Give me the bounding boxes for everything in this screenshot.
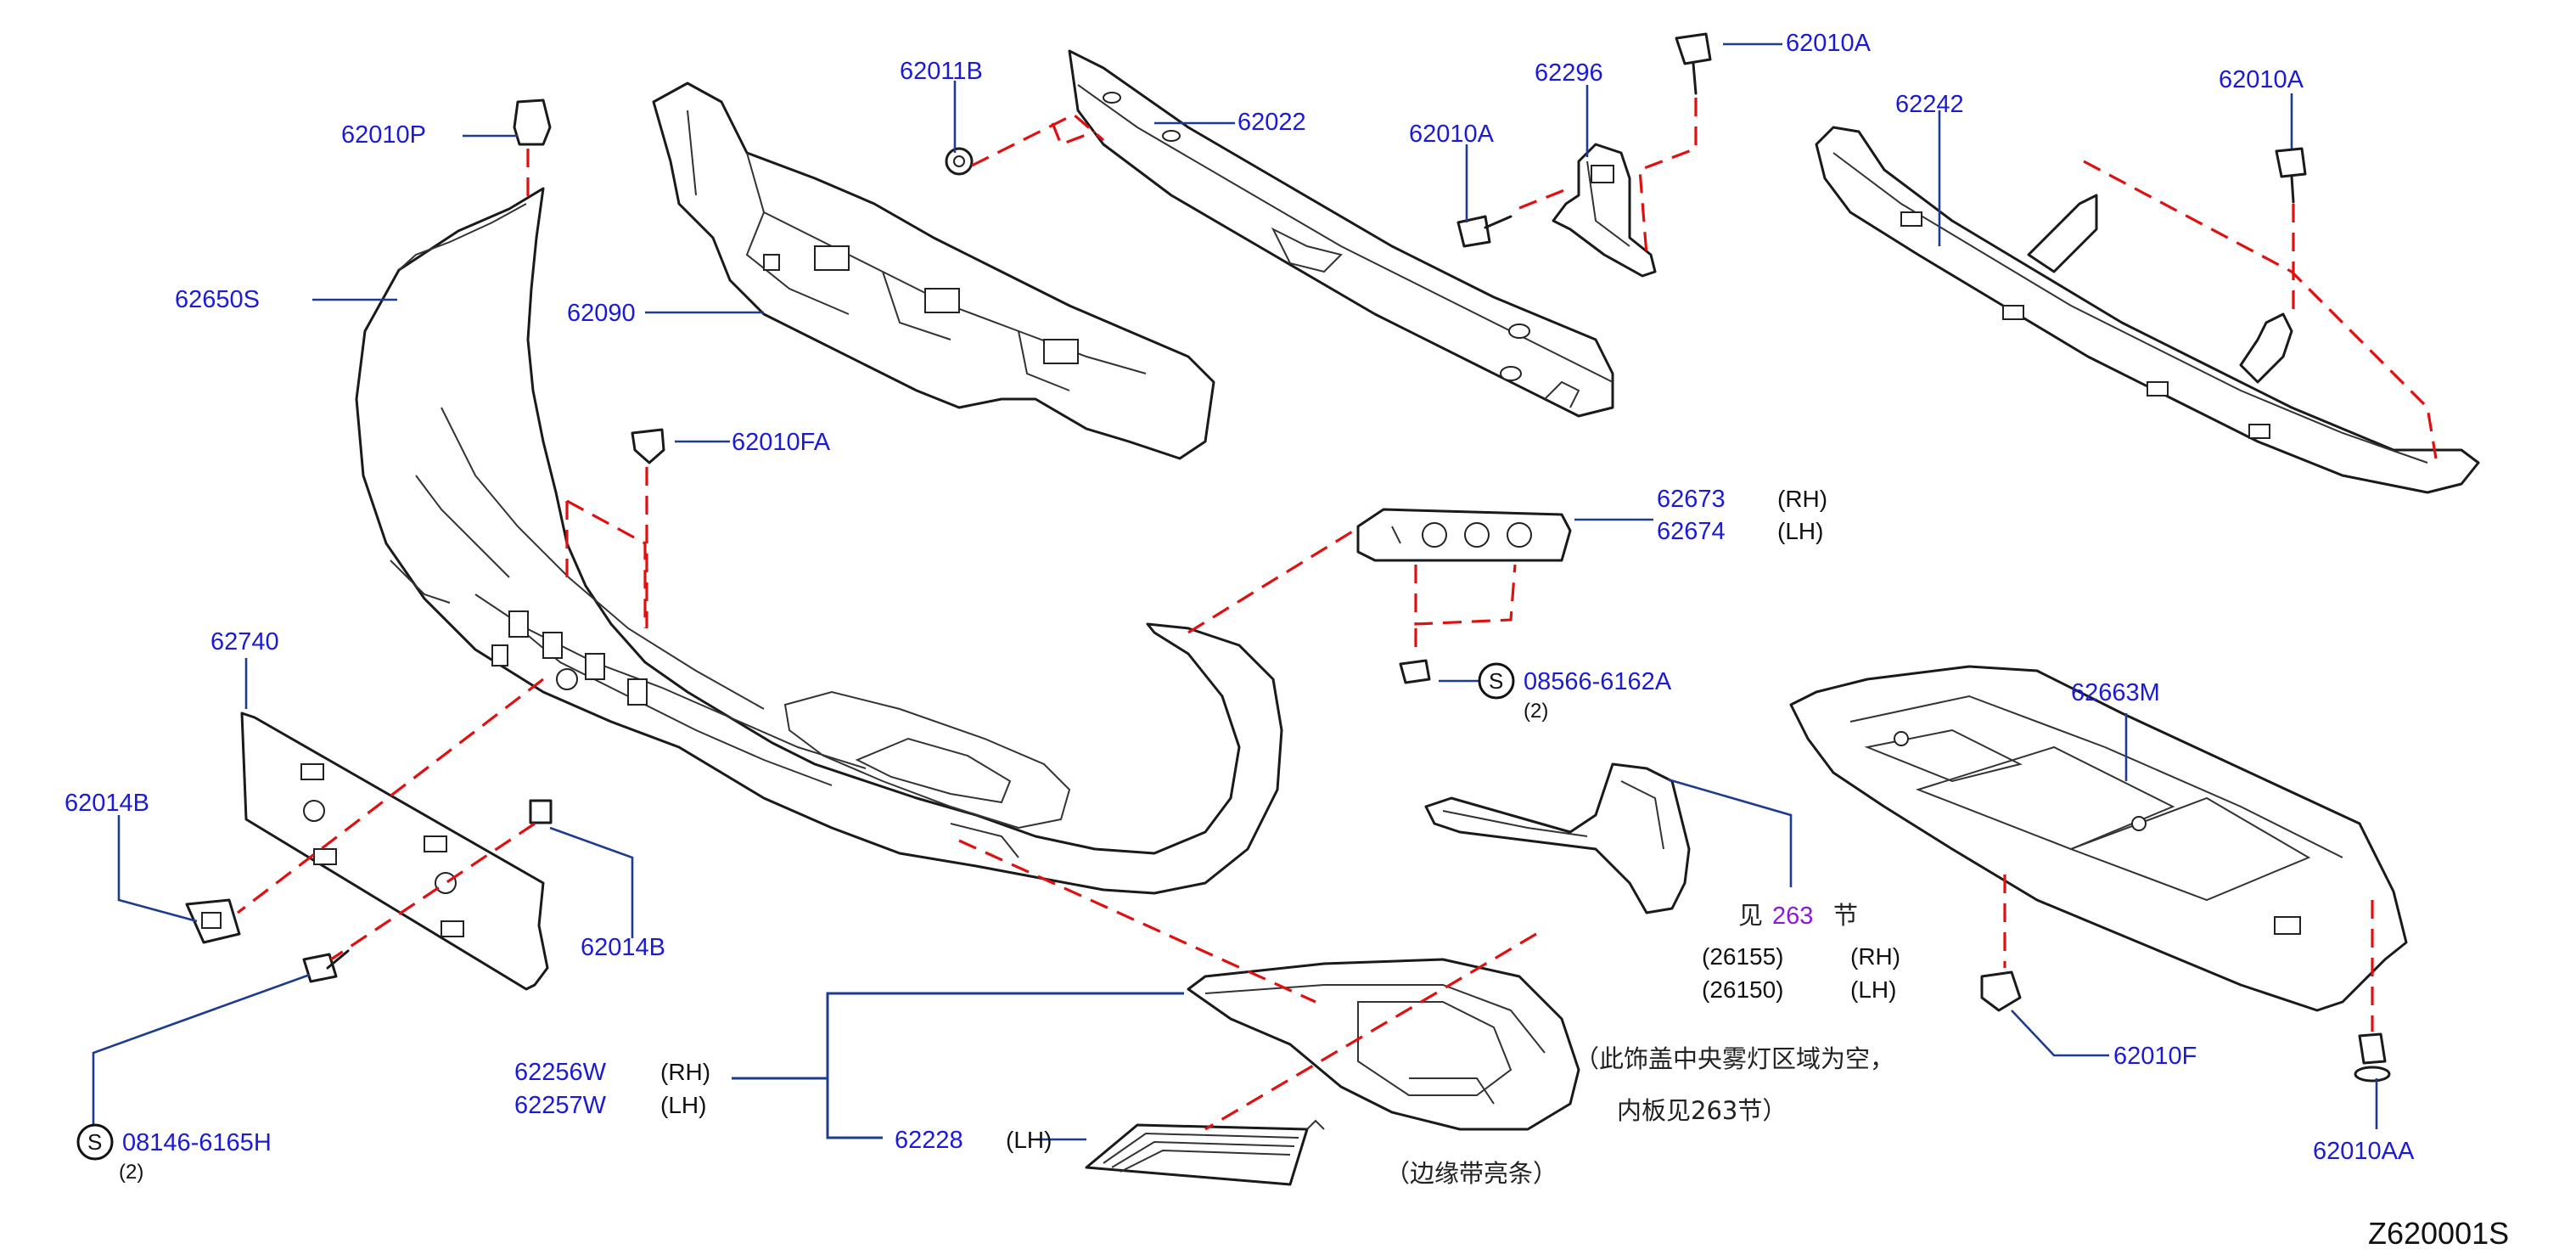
s-letter-08566: S xyxy=(1489,668,1503,694)
label-62296: 62296 xyxy=(1535,59,1603,87)
bolt-62010AA xyxy=(2354,1032,2391,1083)
label-62663M: 62663M xyxy=(2071,679,2160,706)
note-fog-line2: 内板见263节） xyxy=(1617,1096,1787,1125)
notes: （此饰盖中央雾灯区域为空， 内板见263节） （边缘带亮条） xyxy=(1385,1044,1894,1188)
bolt-62010A-top xyxy=(1675,32,1712,95)
bolt-62010A-left xyxy=(1456,215,1512,248)
screw-08566 xyxy=(1399,659,1431,684)
label-62674-side: (LH) xyxy=(1777,518,1823,544)
note-edge-strip: （边缘带亮条） xyxy=(1385,1159,1557,1188)
diagram-id: Z620001S xyxy=(2368,1216,2509,1251)
part-labels: 62010P 62650S 62090 62011B 62022 62010A … xyxy=(65,30,2415,1184)
clip-62010F xyxy=(1980,970,2022,1012)
upper-support-62242 xyxy=(1815,126,2480,494)
ref-26150: (26150) xyxy=(1702,976,1784,1003)
under-cover-62663M xyxy=(1789,665,2408,1012)
label-62228-side: (LH) xyxy=(1006,1127,1052,1153)
label-62242: 62242 xyxy=(1895,91,1964,118)
fog-lamp-finisher-62256W xyxy=(1187,958,1580,1131)
section-ref-number: 263 xyxy=(1772,903,1813,930)
note-fog-line1: （此饰盖中央雾灯区域为空， xyxy=(1574,1044,1894,1073)
label-08566-6162A: 08566-6162A xyxy=(1524,668,1672,695)
label-62022: 62022 xyxy=(1237,109,1306,136)
clip-62014B-left xyxy=(185,898,241,944)
label-62010F: 62010F xyxy=(2113,1043,2197,1070)
label-62090: 62090 xyxy=(567,300,636,327)
label-62010P: 62010P xyxy=(341,121,426,149)
fog-lamp-grille-62228 xyxy=(1085,1119,1325,1186)
section-ref-suffix: 节 xyxy=(1833,901,1858,930)
lamp-bezel-26155 xyxy=(1424,762,1691,914)
label-08146-6165H: 08146-6165H xyxy=(122,1129,272,1156)
label-62011B: 62011B xyxy=(900,58,983,85)
fastener-62010P xyxy=(513,98,552,146)
label-62674: 62674 xyxy=(1657,518,1726,545)
bolt-08146 xyxy=(302,949,350,983)
label-62257W-side: (LH) xyxy=(660,1092,706,1118)
label-08566-qty: (2) xyxy=(1524,700,1548,723)
side-bracket-62673 xyxy=(1356,508,1572,562)
ref-26155: (26155) xyxy=(1702,943,1784,970)
section-ref-prefix: 见 xyxy=(1738,901,1763,930)
label-08146-qty: (2) xyxy=(119,1161,143,1184)
s-letter-08146: S xyxy=(87,1129,102,1155)
clip-62014B-right xyxy=(529,799,553,824)
label-62740: 62740 xyxy=(210,628,279,655)
assembly-lines xyxy=(237,98,2438,1131)
ref-26150-side: (LH) xyxy=(1850,976,1896,1003)
bracket-62296 xyxy=(1552,143,1657,278)
label-62010A-right: 62010A xyxy=(2219,66,2304,93)
license-plate-bracket-62740 xyxy=(240,712,549,991)
ref-26155-side: (RH) xyxy=(1850,943,1900,970)
label-62673-side: (RH) xyxy=(1777,486,1827,512)
label-62014B-right: 62014B xyxy=(581,934,665,961)
fastener-62011B xyxy=(945,147,974,176)
bumper-reinforcement-62022 xyxy=(1068,49,1614,418)
section-reference: 见 263 节 (26155) (RH) (26150) (LH) xyxy=(1702,901,1900,1003)
label-62673: 62673 xyxy=(1657,486,1726,513)
s-symbol-08146 xyxy=(76,1123,114,1161)
label-62228: 62228 xyxy=(895,1127,963,1154)
front-bumper-fascia-62650S xyxy=(355,187,1283,895)
label-62010AA: 62010AA xyxy=(2313,1138,2415,1165)
bolt-62010A-right xyxy=(2275,147,2307,204)
label-62010FA: 62010FA xyxy=(732,429,831,456)
label-62257W: 62257W xyxy=(514,1092,607,1119)
label-62650S: 62650S xyxy=(175,286,260,313)
label-62256W: 62256W xyxy=(514,1059,607,1086)
label-62256W-side: (RH) xyxy=(660,1059,710,1085)
label-62014B-left: 62014B xyxy=(65,790,149,817)
label-62010A-left: 62010A xyxy=(1409,121,1495,148)
energy-absorber-62090 xyxy=(652,82,1215,460)
s-symbol-08566 xyxy=(1478,662,1515,700)
label-62010A-top: 62010A xyxy=(1786,30,1872,57)
clip-62010FA xyxy=(631,428,665,464)
leader-lines xyxy=(92,42,2378,1141)
